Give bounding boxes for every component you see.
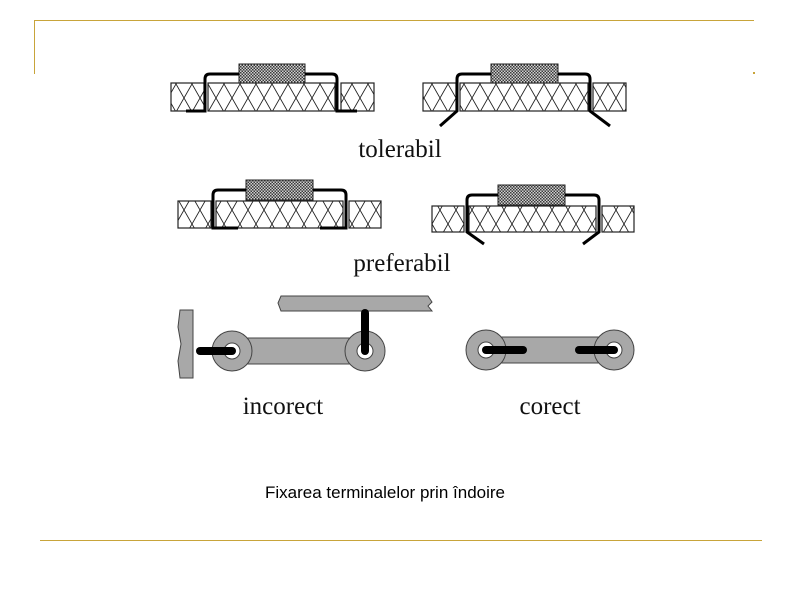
pcb-section-right [348, 200, 382, 229]
label-tolerabil: tolerabil [358, 136, 441, 163]
slide-frame-corner-mark [753, 72, 755, 74]
pcb-section-right [340, 82, 375, 112]
pcb-section-center [207, 82, 336, 112]
pcb-section-center [215, 200, 344, 229]
component-body [490, 63, 559, 84]
slide-frame-top-line [34, 20, 754, 21]
lead-wire-left [465, 193, 498, 246]
component-body [497, 184, 566, 206]
label-corect: corect [519, 393, 580, 420]
adjacent-trace-left [177, 309, 194, 379]
correct-pad-trace-layout [465, 329, 635, 371]
pcb-section-center [468, 205, 597, 233]
pcb-section-left [422, 82, 457, 112]
pcb-section-right [592, 82, 627, 112]
lead-wire-left [186, 72, 239, 113]
preferable-mount-clinched-inward [177, 179, 382, 230]
slide-frame-bottom-line [40, 540, 762, 541]
lead-wire-right [305, 72, 357, 113]
adjacent-trace-top [277, 295, 434, 312]
lead-wire-right [558, 72, 611, 128]
pcb-section-left [170, 82, 205, 112]
tolerable-mount-square-bend [170, 63, 375, 113]
slide-frame-left-line [34, 20, 35, 74]
pcb-section-left [177, 200, 212, 229]
pcb-section-left [431, 205, 465, 233]
component-body [245, 179, 314, 201]
lead-wire-right [565, 193, 601, 246]
lead-wire-left [439, 72, 491, 128]
lead-wire-right [313, 188, 348, 230]
label-preferabil: preferabil [353, 250, 450, 277]
slide-caption: Fixarea terminalelor prin îndoire [265, 483, 505, 502]
pcb-section-center [459, 82, 589, 112]
tolerable-mount-angled-bend [422, 63, 627, 128]
preferable-mount-angled-inward [431, 184, 635, 246]
lead-wire-left [211, 188, 246, 230]
pcb-section-right [601, 205, 635, 233]
incorrect-pad-trace-layout [177, 295, 434, 379]
label-incorect: incorect [243, 393, 324, 420]
component-body [238, 63, 306, 84]
